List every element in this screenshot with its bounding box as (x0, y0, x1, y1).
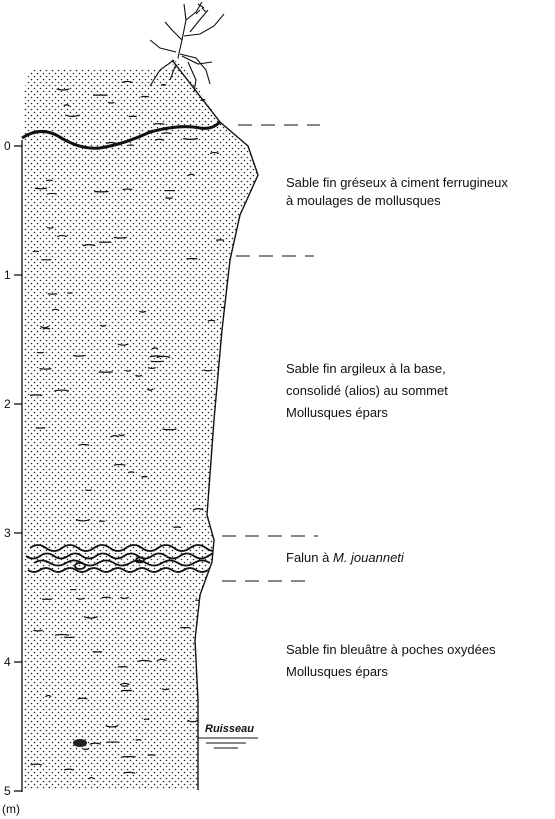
depth-tick-label: 4 (4, 655, 11, 669)
shell-mark (162, 429, 176, 430)
shell-mark (123, 189, 133, 190)
layer-argileux-line-2: consolidé (alios) au sommet (286, 380, 448, 402)
layer-label-bleuatre: Sable fin bleuâtre à poches oxydées Moll… (286, 639, 496, 683)
shell-mark (114, 465, 126, 466)
layer-bleuatre-line-1: Sable fin bleuâtre à poches oxydées (286, 639, 496, 661)
shell-mark (108, 102, 114, 103)
pebble (73, 739, 87, 747)
shell-mark (46, 180, 53, 181)
layer-label-argileux: Sable fin argileux à la base, consolidé … (286, 358, 448, 424)
shell-mark (43, 328, 50, 329)
layer-label-gres: Sable fin gréseux à ciment ferrugineux à… (286, 174, 508, 210)
depth-tick-label: 1 (4, 268, 11, 282)
layer-argileux-line-1: Sable fin argileux à la base, (286, 358, 448, 380)
shell-mark (198, 776, 212, 777)
stream-marker (198, 738, 258, 748)
layer-label-falun: Falun à M. jouanneti (286, 549, 404, 567)
depth-tick-label: 5 (4, 784, 11, 798)
shell-mark (73, 356, 85, 357)
shell-mark (35, 188, 47, 189)
falun-prefix: Falun à (286, 550, 333, 565)
layer-gres-line-1: Sable fin gréseux à ciment ferrugineux (286, 174, 508, 192)
shell-mark (48, 294, 57, 295)
falun-species: M. jouanneti (333, 550, 404, 565)
depth-tick-label: 2 (4, 397, 11, 411)
depth-tick-label: 3 (4, 526, 11, 540)
layer-argileux-line-3: Mollusques épars (286, 402, 448, 424)
shell-mark (200, 100, 210, 101)
shell-mark (30, 395, 42, 396)
depth-axis-unit: (m) (2, 802, 20, 816)
shell-mark (47, 227, 53, 228)
shell-mark (114, 237, 127, 238)
depth-tick-label: 0 (4, 139, 11, 153)
sediment-column (24, 58, 258, 790)
depth-axis-ticks: 0 1 2 3 4 5 (4, 139, 22, 798)
shell-mark (222, 691, 229, 693)
shell-mark (144, 719, 149, 720)
shell-mark (222, 506, 230, 507)
shell-mark (33, 251, 39, 252)
shell-mark (33, 630, 42, 631)
stream-label: Ruisseau (205, 720, 254, 738)
shell-mark (85, 490, 91, 491)
layer-gres-line-2: à moulages de mollusques (286, 192, 508, 210)
shell-mark (55, 635, 69, 636)
layer-bleuatre-line-2: Mollusques épars (286, 661, 496, 683)
